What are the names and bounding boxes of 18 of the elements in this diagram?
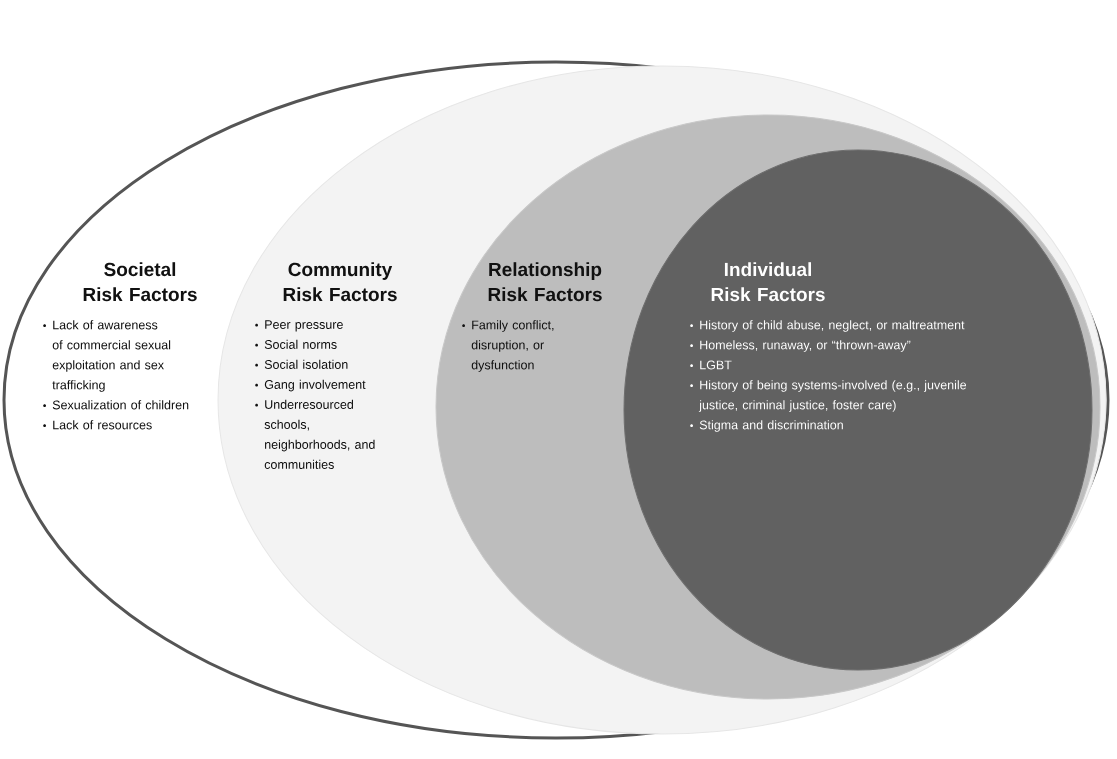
- bullet-item: Sexualization of children: [43, 400, 189, 410]
- bullet-item: Family conflict, disruption, or dysfunction: [462, 320, 554, 372]
- heading: Individual Risk Factors: [711, 262, 825, 302]
- bullet-item: Homeless, runaway, or “thrown-away”: [690, 340, 911, 352]
- bullet-item: Gang involvement: [255, 379, 366, 392]
- bullet-item: Lack of awareness of commercial sexual exploitation and sex trafficking: [43, 320, 171, 392]
- bullet-item: History of child abuse, neglect, or maltreatment: [690, 320, 965, 332]
- bullet-item: LGBT: [690, 360, 732, 370]
- bullet-item: Lack of resources: [43, 420, 152, 430]
- bullet-item: Peer pressure: [255, 320, 343, 332]
- heading: Community Risk Factors: [283, 262, 397, 302]
- heading: Relationship Risk Factors: [488, 262, 602, 302]
- bullet-item: Stigma and discrimination: [690, 420, 843, 432]
- bullet-item: Social isolation: [255, 359, 348, 369]
- bullet-item: Underresourced schools, neighborhoods, and communities: [255, 399, 375, 469]
- heading: Societal Risk Factors: [83, 262, 197, 302]
- bullet-item: Social norms: [255, 339, 337, 349]
- bullet-item: History of being systems-involved (e.g., juvenile justice, criminal justice, foster care): [690, 380, 967, 412]
